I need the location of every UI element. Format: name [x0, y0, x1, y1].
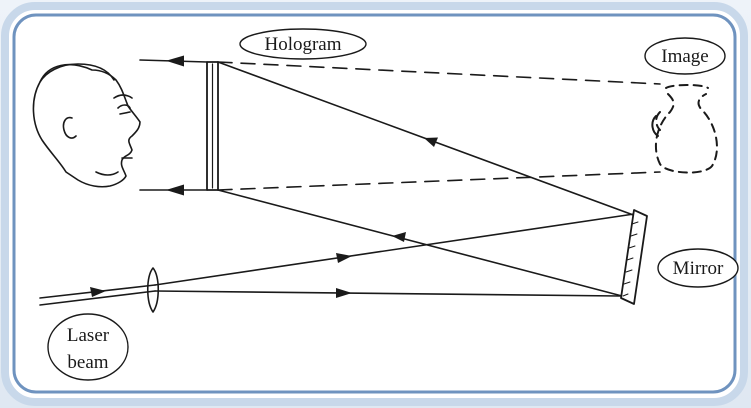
panel-border-inner [12, 13, 737, 394]
head-hair [39, 63, 115, 83]
ray-mirror-to-hologram-bottom [217, 189, 623, 297]
virtual-ray-top [217, 61, 661, 85]
eye [117, 104, 131, 115]
arrow-beam-bottom-1 [392, 232, 406, 242]
chin-line [95, 171, 119, 176]
laser-beam-lower [39, 290, 156, 306]
arrow-expand-upper [336, 253, 352, 263]
mirror [620, 209, 648, 305]
arrow-beam-top-1 [424, 137, 438, 147]
arrow-eye-top [166, 55, 184, 67]
ear [62, 116, 77, 139]
hologram-plate [206, 61, 219, 191]
lens [146, 267, 160, 313]
vase-handle [651, 115, 659, 137]
virtual-image-vase [654, 84, 718, 174]
label-hologram-text: Hologram [264, 34, 341, 55]
label-laser-text: Laser [67, 325, 110, 346]
arrow-expand-lower [336, 288, 352, 298]
arrow-laser-1 [90, 287, 106, 297]
expanded-beam-lower [154, 290, 621, 297]
label-image: Image [644, 37, 726, 75]
label-beam-text: beam [67, 352, 108, 373]
label-laser-beam: Laser beam [47, 313, 129, 381]
virtual-ray-bottom [217, 171, 661, 191]
label-hologram: Hologram [239, 28, 367, 60]
expanded-beam-upper [154, 213, 635, 286]
brow [113, 94, 133, 99]
label-mirror: Mirror [657, 248, 739, 288]
label-image-text: Image [661, 46, 708, 67]
viewer-head [32, 63, 141, 188]
label-mirror-text: Mirror [673, 258, 724, 279]
arrow-eye-bottom [166, 184, 184, 196]
